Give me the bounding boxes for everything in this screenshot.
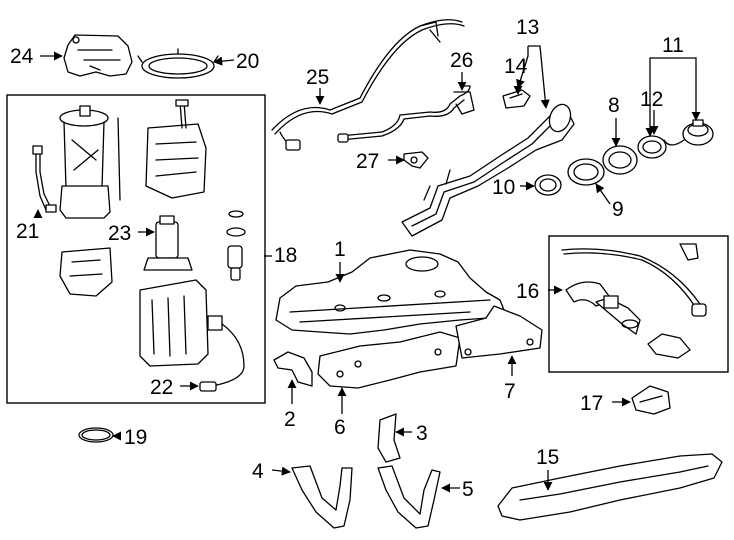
callout-11: 11 — [662, 34, 684, 57]
callout-21: 21 — [16, 220, 39, 243]
part-22-float-arm — [199, 381, 217, 392]
callout-10: 10 — [492, 176, 515, 199]
part-7-rear-shield — [455, 305, 543, 359]
callout-17: 17 — [580, 392, 603, 415]
part-10-seal-ring — [534, 174, 562, 196]
pump-filter-bracket — [59, 247, 113, 297]
callout-3: 3 — [416, 422, 428, 445]
callout-5: 5 — [462, 478, 474, 501]
part-23-fuel-pump — [143, 215, 193, 271]
part-16-filler-hose-kit — [561, 243, 707, 359]
callout-20: 20 — [236, 50, 259, 73]
callout-9: 9 — [612, 198, 624, 221]
filler-hose-inset-box — [548, 235, 729, 373]
callout-15: 15 — [536, 446, 559, 469]
part-19-o-ring — [78, 427, 114, 443]
callout-16: 16 — [516, 280, 539, 303]
part-9-gasket — [567, 158, 605, 186]
callout-13: 13 — [516, 16, 539, 39]
callout-8: 8 — [608, 94, 620, 117]
callout-18: 18 — [274, 244, 297, 267]
part-17-bracket — [631, 385, 671, 415]
callout-26: 26 — [450, 49, 473, 72]
callout-1: 1 — [334, 238, 346, 261]
part-12-cap-gasket — [637, 135, 667, 159]
callout-24: 24 — [10, 45, 34, 68]
part-25-vapor-line — [271, 19, 465, 151]
part-11-fuel-cap — [663, 119, 714, 146]
callout-27: 27 — [356, 150, 379, 173]
part-1-fuel-tank — [275, 249, 505, 335]
part-5-tank-strap — [377, 465, 441, 529]
part-6-heat-shield — [317, 331, 461, 389]
fuel-pump-assembly — [145, 99, 207, 199]
callout-labels: 24 20 25 26 13 14 11 12 8 27 10 9 21 23 … — [10, 16, 684, 501]
part-8-filler-housing — [602, 145, 638, 175]
pump-seal-parts — [226, 210, 246, 281]
part-27-connector — [403, 151, 429, 169]
part-26-line-segment — [337, 85, 475, 143]
callout-4: 4 — [252, 460, 264, 483]
callout-25: 25 — [306, 66, 329, 89]
part-4-tank-strap — [291, 465, 353, 529]
pump-reservoir-cup — [139, 279, 245, 387]
callout-14: 14 — [504, 55, 528, 78]
fuel-sender-assembly — [59, 105, 121, 219]
callout-12: 12 — [640, 88, 663, 111]
part-15-skid-plate — [497, 453, 723, 521]
callout-6: 6 — [334, 416, 346, 439]
callout-23: 23 — [108, 222, 131, 245]
leader-lines — [33, 45, 701, 493]
part-13-filler-pipe — [401, 103, 575, 237]
callout-2: 2 — [284, 408, 296, 431]
callout-22: 22 — [150, 376, 173, 399]
part-2-bracket — [273, 351, 313, 387]
callout-7: 7 — [504, 380, 516, 403]
part-24-pump-cover — [63, 34, 133, 77]
part-3-strap-bracket — [377, 413, 401, 463]
part-20-lock-ring — [137, 48, 219, 79]
fuel-pump-module-inset-box — [6, 94, 266, 404]
part-21-wiring-harness — [32, 145, 57, 213]
part-14-clip — [502, 89, 531, 109]
callout-19: 19 — [124, 426, 147, 449]
